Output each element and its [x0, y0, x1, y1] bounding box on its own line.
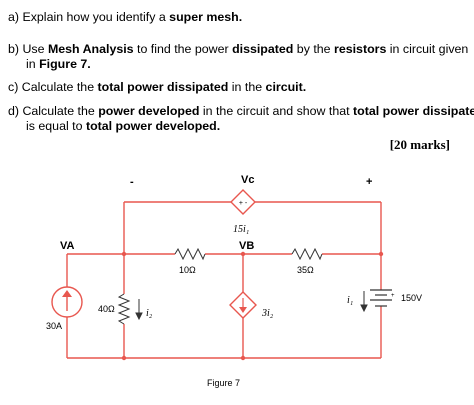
question-a-text: a) Explain how you identify a: [8, 10, 170, 24]
vb-label: VB: [239, 240, 254, 252]
qc-bold-1: total power dissipated: [97, 80, 229, 94]
qd-text-2: in the circuit and show that: [199, 104, 354, 118]
plus-label: +: [366, 176, 372, 188]
va-label: VA: [60, 240, 75, 252]
i2-arrow-head: [135, 312, 143, 321]
qb-bold-2: dissipated: [232, 42, 294, 56]
node-right: [378, 251, 384, 257]
voltage-source-150v: [370, 289, 392, 307]
question-c: c) Calculate the total power dissipated …: [8, 80, 306, 95]
r35-label: 35Ω: [297, 265, 314, 275]
circuit-nodes: [121, 251, 384, 361]
question-b-line2: in Figure 7.: [26, 57, 91, 72]
current-source-30a: [51, 286, 83, 318]
minus-label: -: [130, 176, 134, 188]
qb-text-1: b) Use: [8, 42, 48, 56]
vsource-label: 150V: [401, 293, 422, 303]
question-d-line1: d) Calculate the power developed in the …: [8, 104, 474, 119]
qb-bold-3: resistors: [334, 42, 387, 56]
circuit-wires: [66, 201, 382, 359]
i1-arrow-head: [360, 304, 368, 313]
current-source-label: 30A: [46, 321, 62, 331]
qb-bold-4: Figure 7.: [39, 57, 91, 71]
r40-label: 40Ω: [98, 304, 115, 314]
node-bottom-mid: [240, 355, 246, 361]
dep-vsource-signs: + -: [239, 200, 248, 207]
question-d-line2: is equal to total power developed.: [26, 119, 220, 134]
i2-label: i₂: [146, 308, 153, 319]
resistor-10-ohm: [174, 247, 206, 261]
qd-bold-1: power developed: [98, 104, 200, 118]
current-arrows: [135, 291, 368, 321]
qb-text-2: to find the power: [133, 42, 233, 56]
qb-text-5: in: [26, 57, 40, 71]
resistor-35-ohm: [291, 247, 323, 261]
qb-text-4: in circuit given: [386, 42, 469, 56]
qb-bold-1: Mesh Analysis: [47, 42, 134, 56]
node-va: [121, 251, 127, 257]
question-a: a) Explain how you identify a super mesh…: [8, 10, 242, 25]
i1-label: i₁: [347, 295, 353, 306]
battery-plus-sign: +: [391, 293, 395, 299]
node-bottom-left: [121, 355, 127, 361]
dependent-voltage-source: + -: [230, 189, 256, 215]
qd-text-1: d) Calculate the: [8, 104, 99, 118]
qd-bold-2: total power dissipated: [353, 104, 474, 118]
question-b-line1: b) Use Mesh Analysis to find the power d…: [8, 42, 468, 57]
dep-current-label: 3i₂: [261, 308, 274, 319]
qc-bold-2: circuit.: [265, 80, 307, 94]
question-a-bold: super mesh.: [169, 10, 243, 24]
dep-vsource-label: 15i₁: [233, 224, 249, 235]
qb-text-3: by the: [293, 42, 334, 56]
node-vb: [240, 251, 246, 257]
qc-text-2: in the: [228, 80, 266, 94]
r10-label: 10Ω: [179, 265, 196, 275]
figure-caption: Figure 7: [207, 378, 240, 388]
qc-text-1: c) Calculate the: [8, 80, 98, 94]
resistor-40-ohm: [117, 293, 131, 325]
qd-text-3: is equal to: [26, 119, 86, 133]
qd-bold-3: total power developed.: [85, 119, 221, 133]
marks-label: [20 marks]: [389, 137, 450, 152]
dependent-current-source: [229, 291, 257, 319]
vc-label: Vc: [241, 174, 254, 186]
